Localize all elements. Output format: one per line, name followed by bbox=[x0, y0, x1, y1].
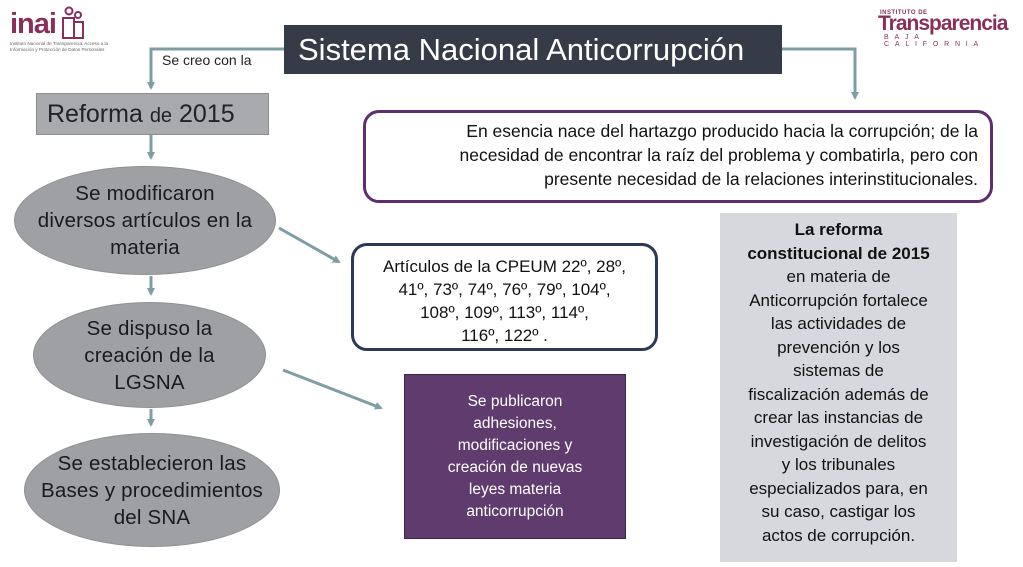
transparencia-logo-subtitle: BAJA CALIFORNIA bbox=[884, 34, 985, 48]
panel-line: y los tribunales bbox=[781, 455, 896, 474]
step-3-line: Bases y procedimientos bbox=[40, 478, 264, 502]
panel-line: especializados para, en bbox=[749, 478, 928, 498]
step-modificaron-ellipse: Se modificaron diversos artículos en la … bbox=[14, 166, 276, 275]
reforma-year: 2015 bbox=[172, 100, 235, 128]
panel-line: en materia de bbox=[786, 267, 891, 286]
panel-line: las actividades de bbox=[770, 314, 907, 333]
reforma-constitucional-panel: La reforma constitucional de 2015 en mat… bbox=[720, 213, 957, 562]
panel-line: actos de corrupción. bbox=[761, 525, 916, 545]
step-1-line: diversos artículos en la bbox=[37, 209, 253, 232]
step-3-line: del SNA bbox=[113, 505, 191, 529]
articulos-line: 41º, 73º, 74º, 76º, 79º, 104º, bbox=[398, 280, 611, 299]
transparencia-logo-wordmark: Transparencia bbox=[878, 12, 1008, 35]
panel-line: fiscalización además de bbox=[748, 384, 929, 404]
panel-line: crear las instancias de bbox=[753, 408, 924, 427]
panel-heading-line: constitucional de 2015 bbox=[747, 243, 930, 263]
arrow-title-to-reforma bbox=[147, 47, 284, 90]
step-bases-ellipse: Se establecieron las Bases y procedimien… bbox=[24, 433, 280, 547]
panel-line: sistemas de bbox=[793, 361, 884, 380]
step-2-line: LGSNA bbox=[114, 370, 185, 394]
reforma-box: Reforma de 2015 bbox=[36, 93, 269, 135]
esencia-line: En esencia nace del hartazgo producido h… bbox=[466, 121, 978, 141]
publicaron-line: anticorrupción bbox=[466, 503, 564, 520]
publicaron-line: Se publicaron bbox=[467, 393, 563, 410]
arrow-step2-to-publicaron bbox=[282, 368, 383, 410]
articulos-box: Artículos de la CPEUM 22º, 28º, 41º, 73º… bbox=[351, 243, 658, 351]
step-2-line: creación de la bbox=[84, 343, 215, 367]
step-1-line: Se modificaron bbox=[75, 182, 215, 205]
arrow-step1-to-articulos bbox=[278, 226, 341, 264]
panel-heading-line: La reforma bbox=[794, 220, 883, 239]
arrow-title-to-esencia bbox=[782, 47, 859, 100]
reforma-label: Reforma bbox=[47, 100, 150, 128]
inai-logo-tagline: Instituto Nacional de Transparencia, Acc… bbox=[10, 41, 109, 52]
se-creo-label: Se creo con la bbox=[162, 52, 252, 68]
publicaron-box: Se publicaron adhesiones, modificaciones… bbox=[404, 374, 626, 539]
publicaron-line: creación de nuevas bbox=[447, 459, 583, 476]
esencia-line: necesidad de encontrar la raíz del probl… bbox=[459, 145, 978, 165]
page-title: Sistema Nacional Anticorrupción bbox=[284, 25, 782, 74]
articulos-line: Artículos de la CPEUM 22º, 28º, bbox=[383, 257, 626, 276]
step-lgsna-ellipse: Se dispuso la creación de la LGSNA bbox=[33, 302, 266, 408]
step-2-line: Se dispuso la bbox=[86, 316, 213, 340]
publicaron-line: leyes materia bbox=[468, 481, 562, 498]
inai-logo-wordmark: inai bbox=[10, 8, 57, 40]
publicaron-line: adhesiones, bbox=[473, 415, 557, 432]
step-1-line: materia bbox=[110, 236, 180, 259]
transparencia-logo-top: INSTITUTO DE bbox=[880, 10, 928, 16]
panel-line: su caso, castigar los bbox=[761, 502, 916, 521]
esencia-box: En esencia nace del hartazgo producido h… bbox=[363, 110, 993, 203]
reforma-de: de bbox=[149, 105, 173, 127]
step-3-line: Se establecieron las bbox=[57, 451, 247, 475]
articulos-line: 108º, 109º, 113º, 114º, bbox=[420, 303, 589, 322]
panel-line: prevención y los bbox=[777, 337, 900, 357]
esencia-line: presente necesidad de la relaciones inte… bbox=[544, 169, 978, 189]
articulos-line: 116º, 122º . bbox=[461, 326, 548, 345]
publicaron-line: modificaciones y bbox=[457, 437, 573, 454]
panel-line: Anticorrupción fortalece bbox=[749, 290, 928, 310]
inai-people-icon bbox=[62, 6, 84, 39]
panel-line: investigación de delitos bbox=[750, 431, 927, 451]
